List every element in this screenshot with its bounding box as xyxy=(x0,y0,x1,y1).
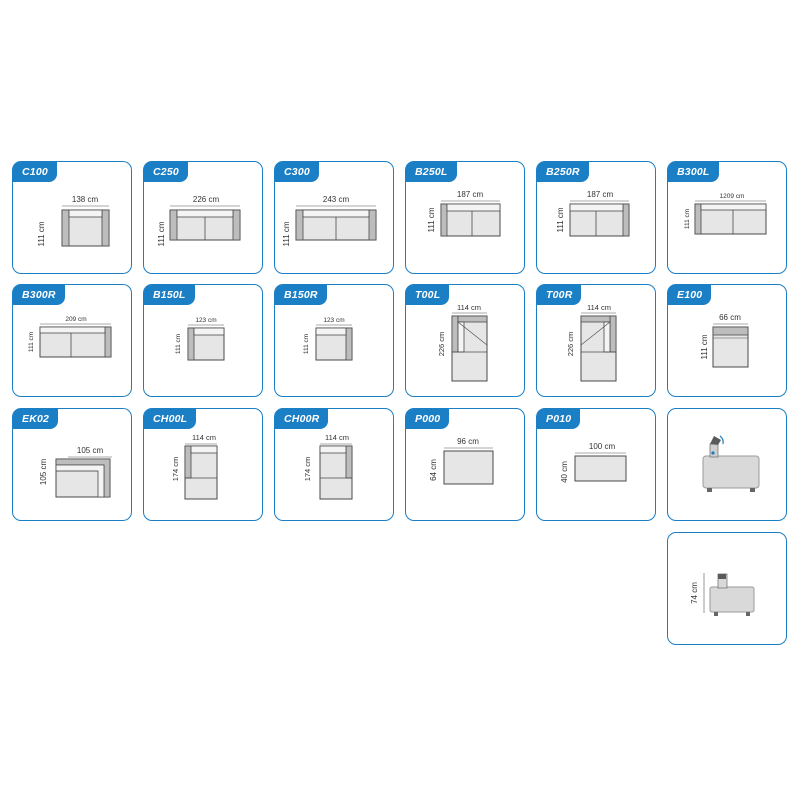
module-code-tag: B300L xyxy=(668,162,719,182)
module-code-tag: B250L xyxy=(406,162,457,182)
sofa-t00r-diagram: 114 cm 226 cm xyxy=(566,303,617,382)
width-dimension: 123 cm xyxy=(195,317,216,324)
module-card-ek02[interactable]: EK02 105 cm 105 cm xyxy=(12,408,132,521)
height-dimension: 74 cm xyxy=(690,582,699,604)
width-dimension: 114 cm xyxy=(325,433,349,442)
depth-dimension: 174 cm xyxy=(171,457,180,482)
pouf-p010-diagram: 100 cm 40 cm xyxy=(560,442,627,483)
module-code-tag: T00R xyxy=(537,285,582,305)
width-dimension: 105 cm xyxy=(77,446,104,455)
module-card-b150l[interactable]: B150L 123 cm 111 cm xyxy=(143,284,263,397)
sofa-b150r-diagram: 123 cm 111 cm xyxy=(303,317,353,361)
width-dimension: 114 cm xyxy=(587,303,611,312)
depth-dimension: 40 cm xyxy=(560,461,569,483)
depth-dimension: 111 cm xyxy=(556,207,565,232)
width-dimension: 187 cm xyxy=(587,190,614,199)
depth-dimension: 111 cm xyxy=(157,221,166,246)
module-code-tag: E100 xyxy=(668,285,712,305)
module-card-ch00r[interactable]: CH00R 114 cm 174 cm xyxy=(274,408,394,521)
depth-dimension: 226 cm xyxy=(566,332,575,357)
module-card-c250[interactable]: C250 226 cm 111 cm xyxy=(143,161,263,274)
depth-dimension: 111 cm xyxy=(427,207,436,232)
module-card-p010[interactable]: P010 100 cm 40 cm xyxy=(536,408,656,521)
width-dimension: 66 cm xyxy=(719,313,741,322)
module-card-b300r[interactable]: B300R 209 cm 111 cm xyxy=(12,284,132,397)
sofa-c250-diagram: 226 cm 111 cm xyxy=(157,195,241,247)
sofa-c300-diagram: 243 cm 111 cm xyxy=(282,195,377,247)
sofa-ch00r-diagram: 114 cm 174 cm xyxy=(303,433,353,500)
width-dimension: 187 cm xyxy=(457,190,484,199)
width-dimension: 123 cm xyxy=(323,317,344,324)
module-code-tag: B150R xyxy=(275,285,327,305)
depth-dimension: 64 cm xyxy=(429,459,438,481)
depth-dimension: 226 cm xyxy=(437,332,446,357)
width-dimension: 226 cm xyxy=(193,195,220,204)
sofa-c100-diagram: 138 cm 111 cm xyxy=(37,195,110,247)
pouf-p000-diagram: 96 cm 64 cm xyxy=(429,437,494,485)
depth-dimension: 111 cm xyxy=(175,334,182,354)
sofa-ch00l-diagram: 114 cm 174 cm xyxy=(171,433,218,500)
headrest-tilt-icon xyxy=(702,435,760,492)
module-card-b300l[interactable]: B300L 1209 cm 111 cm xyxy=(667,161,787,274)
sofa-b300r-diagram: 209 cm 111 cm xyxy=(28,316,112,358)
module-code-tag: B300R xyxy=(13,285,65,305)
depth-dimension: 111 cm xyxy=(303,334,310,354)
module-code-tag: B250R xyxy=(537,162,589,182)
module-card-b250r[interactable]: B250R 187 cm 111 cm xyxy=(536,161,656,274)
depth-dimension: 111 cm xyxy=(37,221,46,246)
module-code-tag: C100 xyxy=(13,162,57,182)
depth-dimension: 111 cm xyxy=(700,334,709,359)
module-code-tag: P010 xyxy=(537,409,581,429)
depth-dimension: 174 cm xyxy=(303,457,312,482)
sofa-b150l-diagram: 123 cm 111 cm xyxy=(175,317,225,361)
module-code-tag: C300 xyxy=(275,162,319,182)
sofa-b250l-diagram: 187 cm 111 cm xyxy=(427,190,501,237)
module-card-p000[interactable]: P000 96 cm 64 cm xyxy=(405,408,525,521)
width-dimension: 1209 cm xyxy=(720,193,745,200)
module-code-tag: C250 xyxy=(144,162,188,182)
module-code-tag: P000 xyxy=(406,409,450,429)
side-height-card[interactable]: 74 cm xyxy=(667,532,787,645)
module-card-c300[interactable]: C300 243 cm 111 cm xyxy=(274,161,394,274)
module-card-e100[interactable]: E100 66 cm 111 cm xyxy=(667,284,787,397)
module-card-ch00l[interactable]: CH00L 114 cm 174 cm xyxy=(143,408,263,521)
sofa-t00l-diagram: 114 cm 226 cm xyxy=(437,303,488,382)
module-code-tag: CH00L xyxy=(144,409,197,429)
module-code-tag: B150L xyxy=(144,285,195,305)
depth-dimension: 111 cm xyxy=(684,209,691,229)
module-card-b150r[interactable]: B150R 123 cm 111 cm xyxy=(274,284,394,397)
depth-dimension: 111 cm xyxy=(28,332,35,352)
module-card-b250l[interactable]: B250L 187 cm 111 cm xyxy=(405,161,525,274)
module-card-c100[interactable]: C100 138 cm 111 cm xyxy=(12,161,132,274)
depth-dimension: 105 cm xyxy=(39,459,48,486)
sofa-ek02-diagram: 105 cm 105 cm xyxy=(39,446,112,498)
sofa-e100-diagram: 66 cm 111 cm xyxy=(700,313,749,368)
width-dimension: 96 cm xyxy=(457,437,479,446)
width-dimension: 114 cm xyxy=(192,433,216,442)
module-code-tag: EK02 xyxy=(13,409,59,429)
sofa-b250r-diagram: 187 cm 111 cm xyxy=(556,190,630,237)
width-dimension: 114 cm xyxy=(457,303,481,312)
width-dimension: 100 cm xyxy=(589,442,616,451)
module-card-t00l[interactable]: T00L 114 cm 226 cm xyxy=(405,284,525,397)
module-code-tag: T00L xyxy=(406,285,450,305)
width-dimension: 209 cm xyxy=(65,316,86,323)
width-dimension: 243 cm xyxy=(323,195,350,204)
side-height-icon: 74 cm xyxy=(690,573,755,616)
width-dimension: 138 cm xyxy=(72,195,99,204)
depth-dimension: 111 cm xyxy=(282,221,291,246)
sofa-b300l-diagram: 1209 cm 111 cm xyxy=(684,193,767,235)
module-code-tag: CH00R xyxy=(275,409,329,429)
headrest-tilt-card[interactable] xyxy=(667,408,787,521)
module-card-t00r[interactable]: T00R 114 cm 226 cm xyxy=(536,284,656,397)
